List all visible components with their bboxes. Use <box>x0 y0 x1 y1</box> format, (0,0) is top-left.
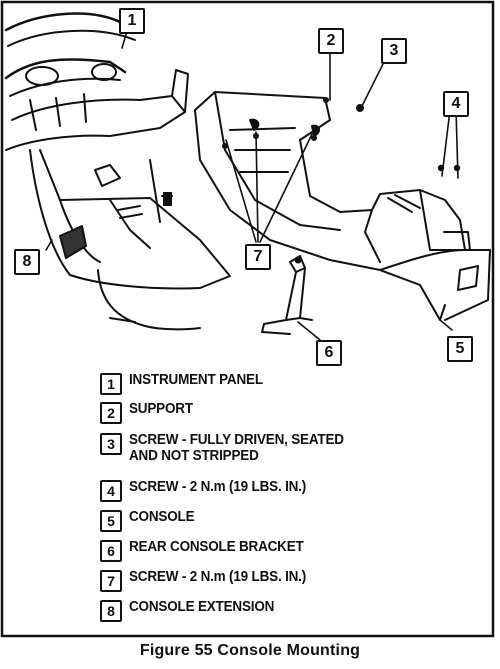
legend-label: SCREW - FULLY DRIVEN, SEATED AND NOT STR… <box>129 432 344 464</box>
console-drawing <box>194 91 491 321</box>
legend-label: CONSOLE EXTENSION <box>129 599 275 615</box>
legend-item: 6 REAR CONSOLE BRACKET <box>100 539 490 562</box>
console-mounting-illustration <box>4 12 491 341</box>
callout-8: 8 <box>14 249 40 275</box>
legend-number: 3 <box>100 433 122 455</box>
legend-number: 2 <box>100 402 122 424</box>
figure-caption: Figure 55 Console Mounting <box>139 642 361 659</box>
legend-number: 1 <box>100 373 122 395</box>
callout-1: 1 <box>119 8 145 34</box>
legend-number: 8 <box>100 600 122 622</box>
legend-item: 5 CONSOLE <box>100 509 490 532</box>
legend-label: INSTRUMENT PANEL <box>129 372 263 388</box>
console-extension-drawing <box>29 149 231 331</box>
legend-number: 6 <box>100 540 122 562</box>
figure-frame <box>0 0 495 638</box>
callout-6: 6 <box>316 340 342 366</box>
legend-item: 4 SCREW - 2 N.m (19 LBS. IN.) <box>100 479 490 502</box>
legend-label: SUPPORT <box>129 401 193 417</box>
legend-item: 1 INSTRUMENT PANEL <box>100 372 490 395</box>
callout-leader-lines <box>45 27 459 341</box>
legend-item: 7 SCREW - 2 N.m (19 LBS. IN.) <box>100 569 490 592</box>
callout-7: 7 <box>245 244 271 270</box>
legend-item: 3 SCREW - FULLY DRIVEN, SEATED AND NOT S… <box>100 432 490 464</box>
rear-console-bracket-drawing <box>261 255 313 335</box>
legend-label: SCREW - 2 N.m (19 LBS. IN.) <box>129 569 307 585</box>
legend-label: SCREW - 2 N.m (19 LBS. IN.) <box>129 479 307 495</box>
legend-label: CONSOLE <box>129 509 195 525</box>
legend-number: 5 <box>100 510 122 532</box>
legend-number: 7 <box>100 570 122 592</box>
legend-item: 8 CONSOLE EXTENSION <box>100 599 490 622</box>
screw-marks <box>222 97 461 172</box>
legend-label: REAR CONSOLE BRACKET <box>129 539 304 555</box>
callout-4: 4 <box>443 91 469 117</box>
callout-5: 5 <box>447 336 473 362</box>
callout-2: 2 <box>318 28 344 54</box>
legend-number: 4 <box>100 480 122 502</box>
callout-3: 3 <box>381 38 407 64</box>
instrument-panel-drawing <box>4 12 189 151</box>
legend-item: 2 SUPPORT <box>100 401 490 424</box>
